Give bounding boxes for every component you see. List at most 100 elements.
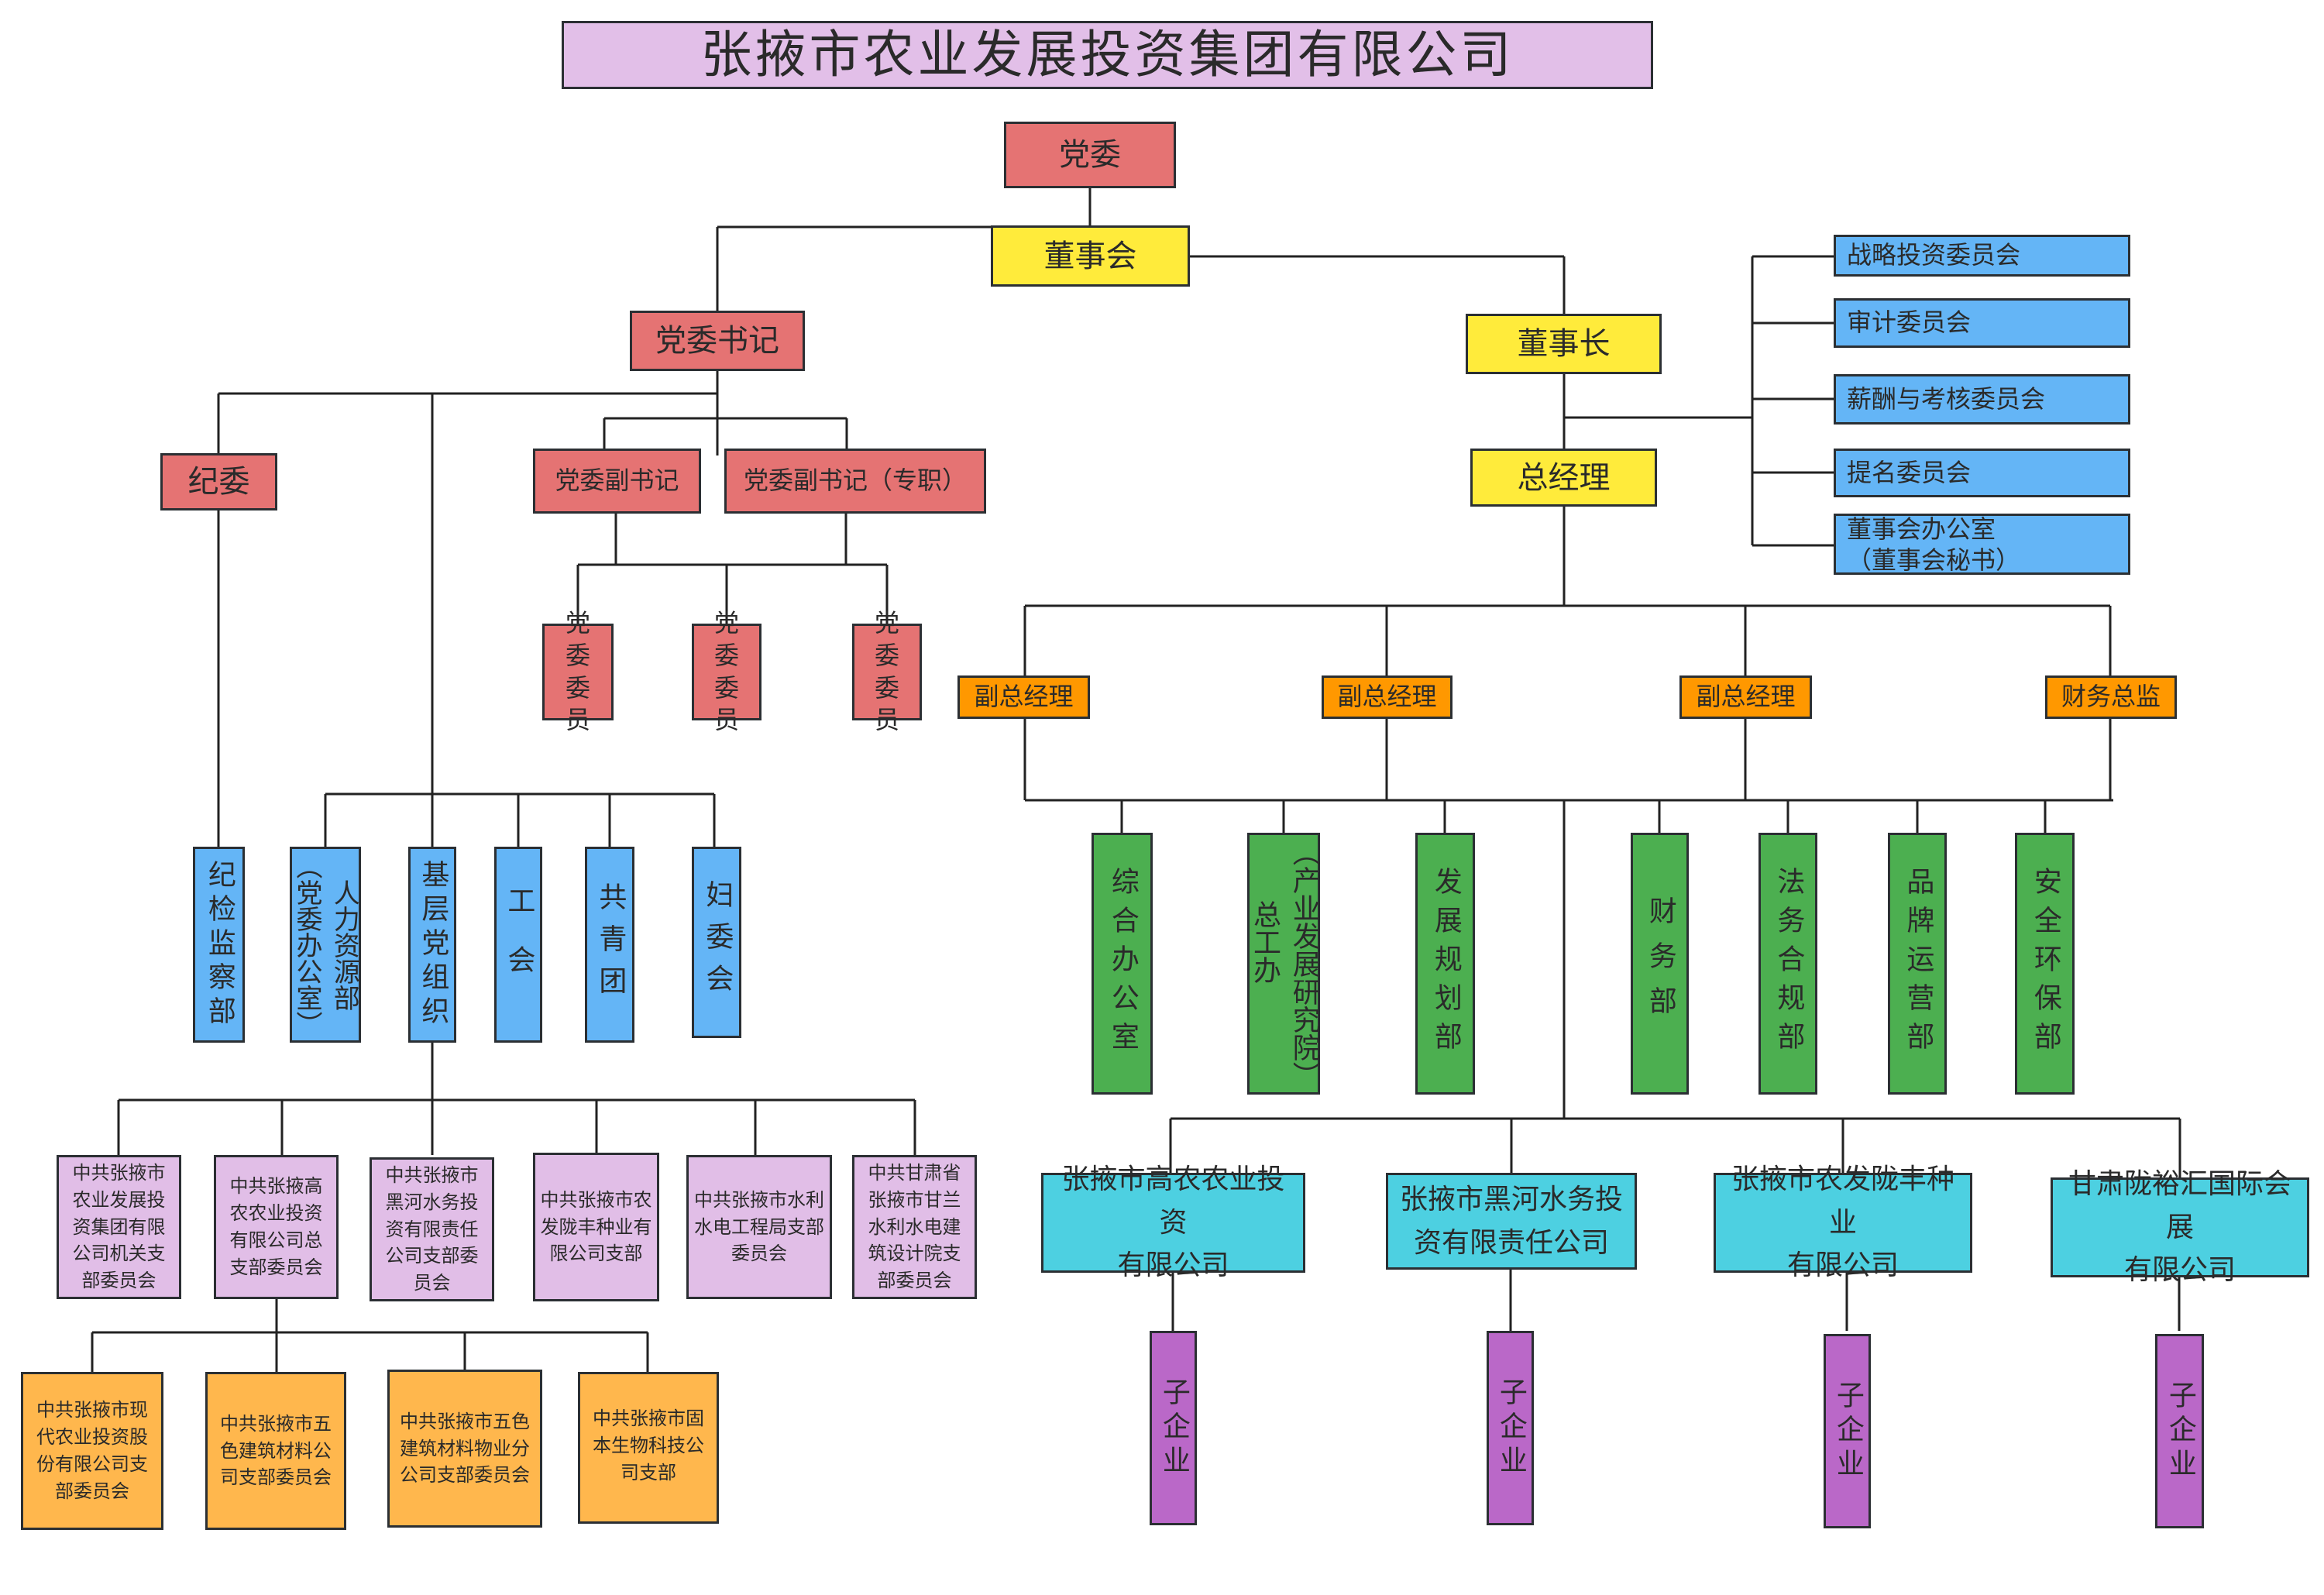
node-legal-dept[interactable]: 法务合规部 xyxy=(1758,833,1817,1095)
node-label: 党委 xyxy=(1059,137,1121,173)
node-women-committee[interactable]: 妇委会 xyxy=(692,847,741,1038)
node-sub-branch[interactable]: 中共张掖市固本生物科技公司支部 xyxy=(578,1372,719,1524)
node-label: 纪委 xyxy=(187,464,250,500)
node-label: 副总经理 xyxy=(1696,682,1796,712)
node-youth-league[interactable]: 共青团 xyxy=(585,847,634,1043)
node-label: 薪酬与考核委员会 xyxy=(1847,383,2046,414)
node-discipline-committee[interactable]: 纪委 xyxy=(160,453,277,510)
node-compensation-committee[interactable]: 薪酬与考核委员会 xyxy=(1834,374,2130,425)
node-sub-branch[interactable]: 中共张掖市五色建筑材料公司支部委员会 xyxy=(205,1372,346,1530)
node-label: 甘肃陇裕汇国际会展 xyxy=(2068,1167,2291,1243)
node-chief-engineer-office[interactable]: （产业发展研究院） 总工办 xyxy=(1247,833,1320,1095)
node-label: 基层党组织 xyxy=(417,859,449,1030)
node-label: 人力资源部 xyxy=(328,878,360,1011)
node-board-office[interactable]: 董事会办公室 （董事会秘书） xyxy=(1834,514,2130,575)
node-sublabel: （党委办公室） xyxy=(291,852,322,1037)
node-label: 党委委员 xyxy=(874,608,899,735)
node-nomination-committee[interactable]: 提名委员会 xyxy=(1834,449,2130,497)
page-title: 张掖市农业发展投资集团有限公司 xyxy=(562,21,1653,89)
node-party-secretary[interactable]: 党委书记 xyxy=(630,311,805,371)
node-sub-enterprise[interactable]: 子企业 xyxy=(2155,1334,2204,1528)
node-deputy-gm[interactable]: 副总经理 xyxy=(1679,675,1812,719)
node-finance-dept[interactable]: 财务部 xyxy=(1631,833,1689,1095)
node-deputy-gm[interactable]: 副总经理 xyxy=(957,675,1090,719)
node-safety-dept[interactable]: 安全环保部 xyxy=(2015,833,2075,1095)
node-label: 中共张掖市水利水电工程局支部委员会 xyxy=(694,1188,824,1265)
node-deputy-secretary[interactable]: 党委副书记 xyxy=(533,449,701,514)
node-label: 纪检监察部 xyxy=(203,859,235,1030)
node-label: 中共甘肃省张掖市甘兰水利水电建筑设计院支部委员会 xyxy=(868,1162,961,1292)
node-label: 中共张掖市农业发展投资集团有限公司机关支部委员会 xyxy=(72,1162,166,1292)
node-label: 党委副书记（专职） xyxy=(743,466,967,496)
node-audit-committee[interactable]: 审计委员会 xyxy=(1834,298,2130,348)
node-board[interactable]: 董事会 xyxy=(991,225,1190,287)
node-label: 党委副书记 xyxy=(555,466,679,496)
node-party-branch[interactable]: 中共张掖市黑河水务投资有限责任公司支部委员会 xyxy=(370,1157,494,1301)
node-party-member[interactable]: 党委委员 xyxy=(692,608,761,734)
node-label: 财务部 xyxy=(1644,896,1676,1031)
node-company[interactable]: 张掖市高农农业投资 有限公司 xyxy=(1041,1164,1305,1281)
node-sub-enterprise[interactable]: 子企业 xyxy=(1150,1331,1197,1525)
node-label: 有限公司 xyxy=(2123,1254,2236,1287)
node-label: 董事会 xyxy=(1043,238,1137,274)
node-label: 工会 xyxy=(503,885,535,1004)
node-company[interactable]: 甘肃陇裕汇国际会展 有限公司 xyxy=(2051,1168,2309,1286)
node-label: 中共张掖高农农业投资有限公司总支部委员会 xyxy=(229,1175,323,1278)
node-party-branch[interactable]: 中共张掖市水利水电工程局支部委员会 xyxy=(686,1155,832,1299)
node-label: 审计委员会 xyxy=(1847,308,1972,338)
node-hr-dept[interactable]: 人力资源部 （党委办公室） xyxy=(290,847,361,1043)
node-company[interactable]: 张掖市农发陇丰种业 有限公司 xyxy=(1714,1164,1972,1281)
node-deputy-secretary-fulltime[interactable]: 党委副书记（专职） xyxy=(724,449,986,514)
node-sublabel: （董事会秘书） xyxy=(1847,545,2021,575)
node-chairman[interactable]: 董事长 xyxy=(1466,314,1662,374)
node-label: 中共张掖市固本生物科技公司支部 xyxy=(593,1408,704,1483)
node-label: 资有限责任公司 xyxy=(1413,1226,1609,1259)
node-grassroots-party[interactable]: 基层党组织 xyxy=(408,847,456,1043)
node-strategy-committee[interactable]: 战略投资委员会 xyxy=(1834,235,2130,277)
node-party-branch[interactable]: 中共张掖市农发陇丰种业有限公司支部 xyxy=(533,1153,659,1301)
node-sub-branch[interactable]: 中共张掖市现代农业投资股份有限公司支部委员会 xyxy=(21,1372,163,1530)
node-sub-branch[interactable]: 中共张掖市五色建筑材料物业分公司支部委员会 xyxy=(387,1370,542,1528)
node-label: 中共张掖市黑河水务投资有限责任公司支部委员会 xyxy=(385,1164,479,1294)
node-label: 妇委会 xyxy=(701,879,734,1005)
node-label: 财务总监 xyxy=(2061,682,2161,712)
node-union[interactable]: 工会 xyxy=(494,847,542,1043)
node-label: 有限公司 xyxy=(1117,1250,1229,1282)
node-party-branch[interactable]: 中共张掖高农农业投资有限公司总支部委员会 xyxy=(214,1155,339,1299)
node-label: 子企业 xyxy=(1831,1380,1864,1483)
node-label: 子企业 xyxy=(2164,1380,2196,1483)
node-label: 董事会办公室 xyxy=(1847,514,1996,544)
node-company[interactable]: 张掖市黑河水务投 资有限责任公司 xyxy=(1386,1173,1637,1270)
node-party-branch[interactable]: 中共甘肃省张掖市甘兰水利水电建筑设计院支部委员会 xyxy=(852,1155,977,1299)
node-party-committee[interactable]: 党委 xyxy=(1004,122,1176,188)
node-label: 品牌运营部 xyxy=(1902,867,1934,1060)
node-label: 子企业 xyxy=(1494,1377,1527,1480)
node-general-office[interactable]: 综合办公室 xyxy=(1092,833,1153,1095)
node-label: 副总经理 xyxy=(1337,682,1437,712)
node-label: 发展规划部 xyxy=(1429,867,1462,1060)
node-sub-enterprise[interactable]: 子企业 xyxy=(1824,1334,1871,1528)
node-deputy-gm[interactable]: 副总经理 xyxy=(1322,675,1452,719)
node-discipline-dept[interactable]: 纪检监察部 xyxy=(193,847,245,1043)
node-sublabel: （产业发展研究院） xyxy=(1287,838,1320,1089)
node-party-branch[interactable]: 中共张掖市农业发展投资集团有限公司机关支部委员会 xyxy=(57,1155,181,1299)
node-label: 中共张掖市五色建筑材料物业分公司支部委员会 xyxy=(400,1410,530,1487)
node-general-manager[interactable]: 总经理 xyxy=(1470,449,1657,507)
node-sub-enterprise[interactable]: 子企业 xyxy=(1487,1331,1534,1525)
node-label: 安全环保部 xyxy=(2029,867,2061,1060)
node-label: 共青团 xyxy=(594,882,627,1008)
node-label: 党委委员 xyxy=(565,608,590,735)
node-label: 中共张掖市现代农业投资股份有限公司支部委员会 xyxy=(36,1399,148,1502)
node-label: 总经理 xyxy=(1517,459,1611,496)
node-cfo[interactable]: 财务总监 xyxy=(2045,675,2177,719)
node-party-member[interactable]: 党委委员 xyxy=(542,608,614,734)
node-label: 张掖市黑河水务投 xyxy=(1399,1183,1623,1215)
node-label: 战略投资委员会 xyxy=(1847,240,2021,270)
node-brand-dept[interactable]: 品牌运营部 xyxy=(1888,833,1947,1095)
node-planning-dept[interactable]: 发展规划部 xyxy=(1415,833,1475,1095)
node-party-member[interactable]: 党委委员 xyxy=(852,608,922,734)
node-label: 有限公司 xyxy=(1786,1250,1899,1282)
node-label: 中共张掖市农发陇丰种业有限公司支部 xyxy=(540,1188,652,1265)
